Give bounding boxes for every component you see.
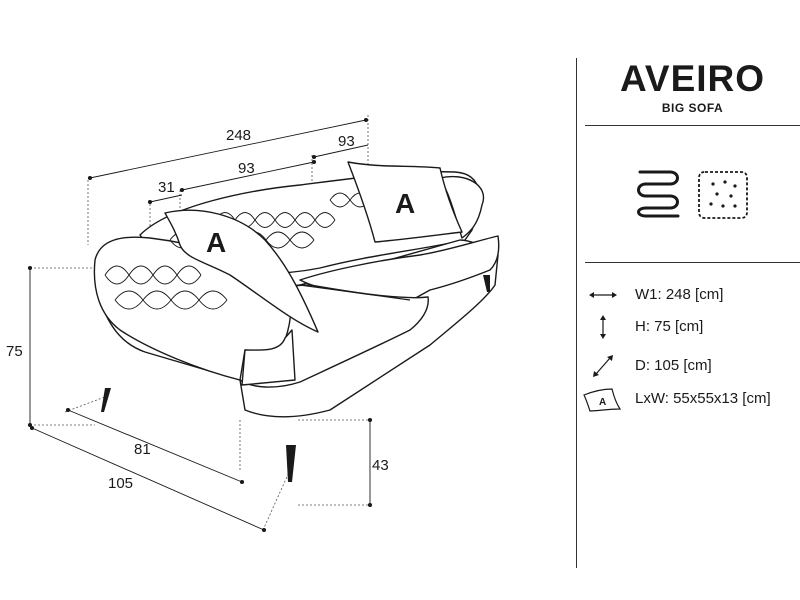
divider-2 — [585, 262, 800, 263]
product-subtitle: BIG SOFA — [661, 101, 724, 115]
foam-cushion-icon — [698, 171, 748, 219]
spec-pillow: A LxW: 55x55x13 [cm] — [583, 385, 800, 413]
pillow-right — [347, 161, 463, 243]
divider-1 — [585, 125, 800, 126]
pillows — [164, 161, 463, 333]
spec-height: H: 75 [cm] — [585, 313, 800, 341]
dim-label-seat-height: 43 — [372, 457, 389, 474]
dim-line-right-width — [313, 144, 369, 158]
leg-back-left — [101, 388, 111, 412]
height-arrow-icon — [600, 315, 606, 339]
sofa-right-arm — [439, 175, 485, 239]
depth-arrow-icon — [593, 355, 613, 377]
pillow-icon: A — [583, 388, 621, 412]
width-arrow-icon — [589, 292, 617, 298]
product-title: AVEIRO — [619, 58, 766, 99]
spec-width-text: W1: 248 [cm] — [635, 286, 724, 303]
leg-back-right — [483, 275, 490, 292]
dim-label-right-width: 93 — [338, 133, 355, 150]
panel-divider — [576, 58, 577, 568]
spec-width: W1: 248 [cm] — [585, 281, 800, 309]
dim-label-height: 75 — [6, 343, 23, 360]
spec-pillow-text: LxW: 55x55x13 [cm] — [635, 390, 771, 407]
spring-seat-icon — [637, 170, 680, 218]
left-arm-front — [241, 329, 296, 386]
pillow-left-label: A — [206, 227, 226, 258]
spec-depth: D: 105 [cm] — [585, 352, 800, 380]
dim-line-inner-depth — [67, 409, 243, 483]
dim-label-total-depth: 105 — [108, 475, 133, 492]
dim-label-total-width: 248 — [226, 127, 251, 144]
dim-label-arm-width: 31 — [158, 179, 175, 196]
leg-front — [286, 445, 296, 482]
spec-height-text: H: 75 [cm] — [635, 318, 704, 335]
dim-line-total-width — [89, 119, 367, 179]
pillow-right-label: A — [395, 188, 415, 219]
pillow-left — [164, 209, 319, 333]
dim-label-middle-width: 93 — [238, 160, 255, 177]
pillow-icon-label: A — [599, 397, 606, 408]
sofa-technical-drawing: 248 93 93 31 72 75 81 105 43 — [6, 115, 500, 533]
dimension-lines — [27, 117, 373, 533]
spec-depth-text: D: 105 [cm] — [635, 357, 712, 374]
dim-label-inner-depth: 81 — [134, 441, 151, 458]
dim-line-total-depth — [31, 427, 265, 531]
dim-line-arm-width — [149, 194, 183, 203]
dim-line-middle-width — [181, 161, 315, 191]
sofa-legs — [101, 275, 490, 482]
